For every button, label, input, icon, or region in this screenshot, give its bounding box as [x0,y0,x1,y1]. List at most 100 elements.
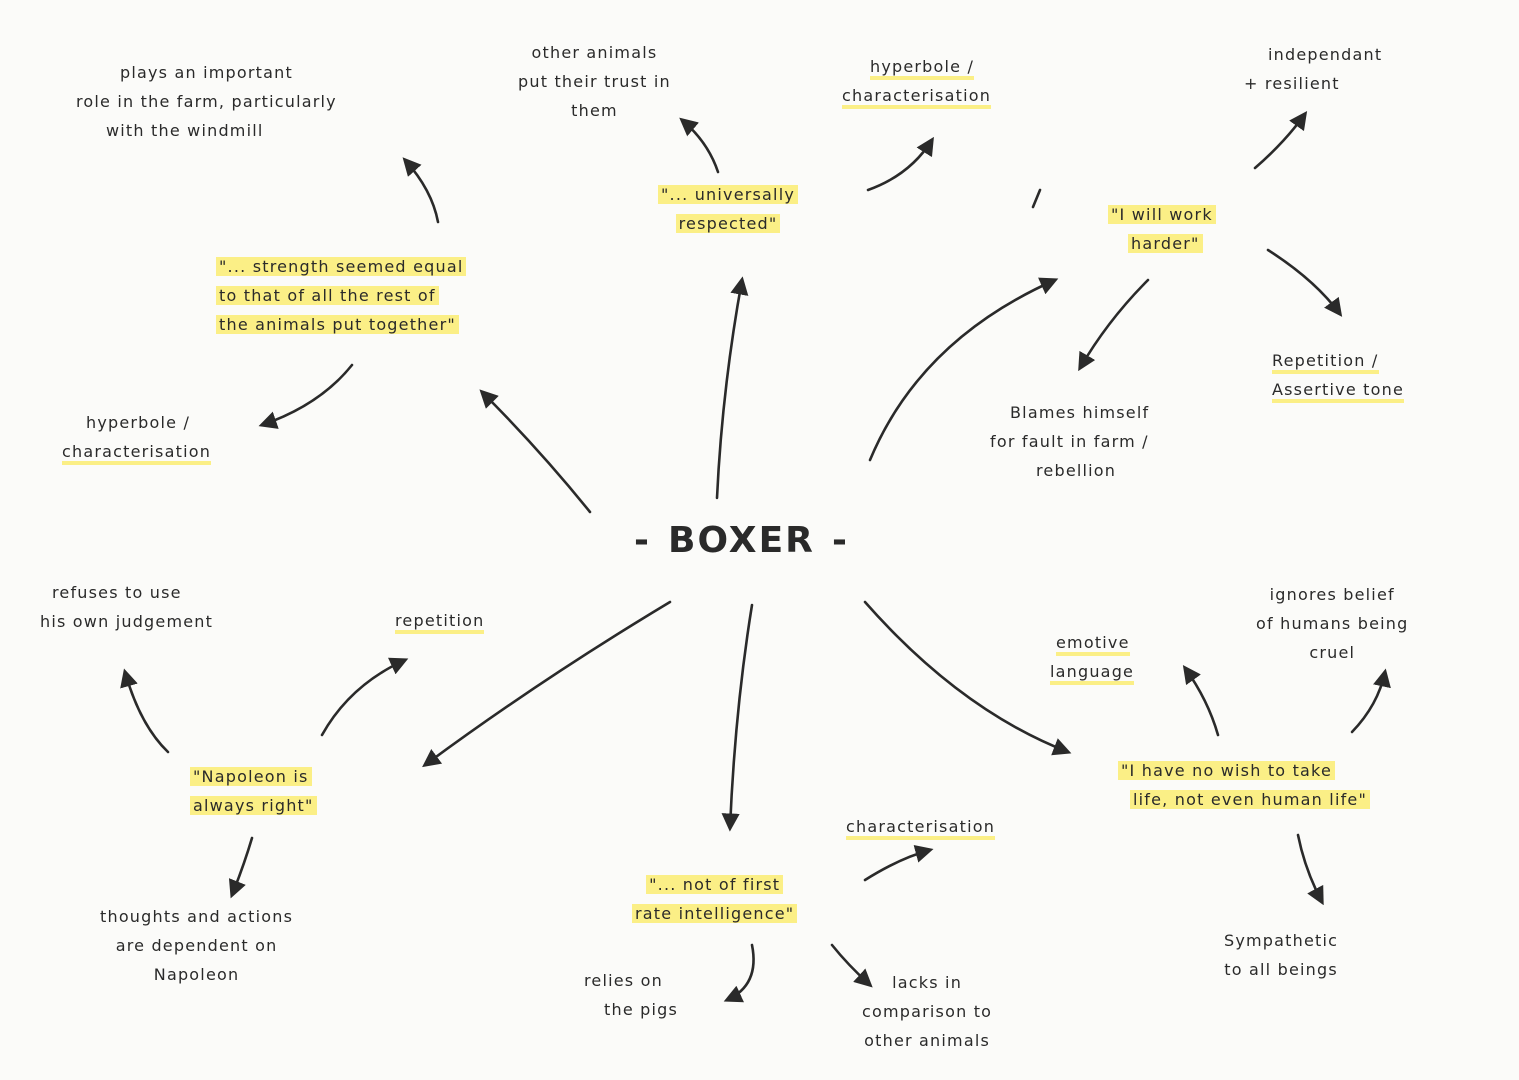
technique-line: language [1050,662,1135,685]
arrow-respected-to-hyperbole [866,136,934,192]
arrow-napoleon-to-judgement [120,668,170,754]
note-judgement: refuses to use his own judgement [40,578,213,636]
note-line: put their trust in [518,72,671,91]
arrow-nowish-to-emotive [1182,665,1220,737]
note-line: independant [1268,45,1383,64]
center-dash-right: - [831,520,849,561]
quote-line: "Napoleon is [190,767,312,786]
arrow-respected-to-trust [679,117,720,174]
technique-line: emotive [1056,633,1130,656]
technique-hyperbole-top: hyperbole / characterisation [842,52,992,110]
arrow-work-to-blames [1078,278,1150,372]
quote-line: to that of all the rest of [216,286,439,305]
technique-line: hyperbole / [870,57,975,80]
arrow-intelligence-to-relies [723,943,755,1003]
arrow-center-to-strength [479,389,592,514]
quote-line: always right" [190,796,317,815]
arrow-intelligence-to-lacks [830,943,873,988]
technique-line: Assertive tone [1272,380,1405,403]
quote-no-wish: "I have no wish to take life, not even h… [1118,756,1371,814]
arrow-center-to-work-harder [868,277,1059,462]
quote-line: "I will work [1108,205,1216,224]
note-sympathetic: Sympathetic to all beings [1224,926,1338,984]
arrow-napoleon-to-dependent [228,836,254,899]
note-line: plays an important [120,63,293,82]
note-line: other animals [531,43,658,62]
note-line: rebellion [1036,461,1117,480]
arrow-center-to-intelligence [721,603,754,832]
note-line: of humans being [1256,614,1409,633]
technique-line: characterisation [842,86,992,109]
note-line: other animals [864,1031,991,1050]
technique-line: hyperbole / [86,413,191,432]
note-line: relies on [584,971,663,990]
technique-repetition-left: repetition [395,606,485,635]
center-label: BOXER [668,520,815,561]
note-line: Sympathetic [1224,931,1339,950]
arrow-napoleon-to-repetition [320,657,409,737]
quote-line: harder" [1128,234,1203,253]
arrow-strength-to-windmill [402,157,440,224]
quote-line: rate intelligence" [632,904,798,923]
quote-work-harder: "I will work harder" [1108,200,1216,258]
arrow-nowish-to-sympathetic [1296,833,1324,906]
arrow-work-to-independent [1253,111,1308,170]
quote-line: "... strength seemed equal [216,257,467,276]
center-dash-left: - [634,520,651,561]
technique-characterisation: characterisation [846,812,996,841]
arrow-center-to-napoleon [422,600,672,768]
arrow-strength-to-hyperbole [258,363,354,429]
technique-line: characterisation [62,442,212,465]
note-line: the pigs [604,1000,679,1019]
note-line: his own judgement [40,612,214,631]
note-windmill: plays an important role in the farm, par… [76,58,337,145]
note-line: thoughts and actions [100,907,294,926]
quote-line: the animals put together" [216,315,459,334]
technique-line: Repetition / [1272,351,1379,374]
stray-mark [1031,188,1042,209]
quote-line: "... not of first [646,875,784,894]
note-line: for fault in farm / [990,432,1149,451]
quote-intelligence: "... not of first rate intelligence" [632,870,798,928]
note-line: Napoleon [153,965,240,984]
quote-line: life, not even human life" [1130,790,1371,809]
technique-emotive: emotive language [1050,628,1135,686]
arrow-nowish-to-ignores [1350,668,1391,734]
arrow-center-to-respected [715,276,749,500]
note-line: Blames himself [1010,403,1150,422]
note-ignores: ignores belief of humans being cruel [1256,580,1408,667]
technique-line: repetition [395,611,485,634]
note-relies: relies on the pigs [584,966,678,1024]
note-line: + resilient [1244,74,1340,93]
note-line: cruel [1309,643,1356,662]
note-trust: other animals put their trust in them [518,38,671,125]
note-line: with the windmill [106,121,264,140]
quote-respected: "... universally respected" [658,180,799,238]
arrow-center-to-no-wish [863,600,1072,756]
quote-line: respected" [675,214,781,233]
note-blames: Blames himself for fault in farm / rebel… [990,398,1149,485]
technique-repetition-right: Repetition / Assertive tone [1272,346,1405,404]
arrow-work-to-repetition [1266,248,1343,317]
note-line: to all beings [1224,960,1338,979]
quote-napoleon: "Napoleon is always right" [190,762,317,820]
quote-line: "... universally [658,185,799,204]
note-line: them [571,101,618,120]
note-dependent: thoughts and actions are dependent on Na… [100,902,293,989]
quote-strength: "... strength seemed equal to that of al… [216,252,467,339]
center-title: - BOXER - [634,520,849,561]
note-line: role in the farm, particularly [76,92,337,111]
note-line: refuses to use [52,583,182,602]
note-lacks: lacks in comparison to other animals [862,968,992,1055]
note-line: ignores belief [1269,585,1395,604]
note-independent: independant + resilient [1244,40,1382,98]
technique-line: characterisation [846,817,996,840]
note-line: comparison to [862,1002,993,1021]
technique-hyperbole-left: hyperbole / characterisation [62,408,212,466]
note-line: are dependent on [115,936,278,955]
note-line: lacks in [892,973,963,992]
quote-line: "I have no wish to take [1118,761,1335,780]
arrow-intelligence-to-characterisation [863,844,934,882]
